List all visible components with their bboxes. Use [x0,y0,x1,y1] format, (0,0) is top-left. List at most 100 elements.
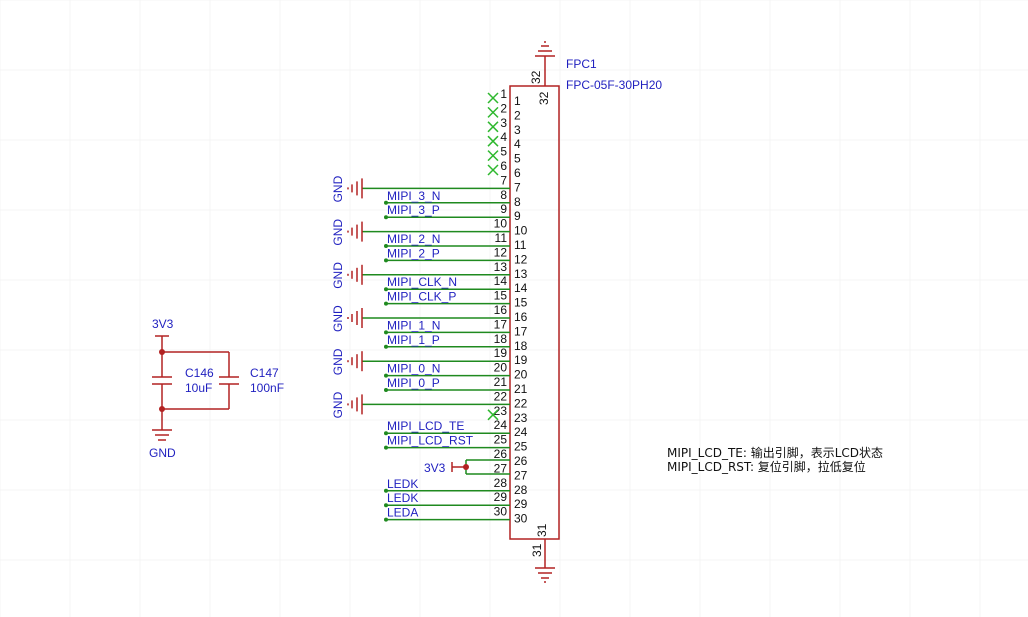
pin-3-number-outside: 3 [500,116,507,130]
pin-7-ground-label: GND [331,175,345,202]
pin-29-wire-end [384,503,388,508]
pin-14-number-inside: 14 [514,281,528,295]
pin-20-number-outside: 20 [494,361,508,375]
connector-bottom-pin-number-inside: 31 [535,523,549,537]
ground-symbols: GND GND GND GND GND GND [331,175,363,418]
pin-2-nc-mark-b [487,106,499,118]
pin-10-number-outside: 10 [494,217,508,231]
pin-8-number-inside: 8 [514,195,521,209]
pin-7-number-outside: 7 [500,173,507,187]
pin-13-ground-label: GND [331,262,345,289]
pin-1-nc-mark-b [487,92,499,104]
pin-23-number-outside: 23 [494,404,508,418]
pin-25-wire-end [384,445,388,450]
pin-11-net-label: MIPI_2_N [387,232,440,246]
pin-13-number-inside: 13 [514,267,528,281]
pin-16-number-inside: 16 [514,310,528,324]
pin-10-ground-label: GND [331,219,345,246]
pin-8-net-label: MIPI_3_N [387,189,440,203]
pin-30-net-label: LEDA [387,506,418,520]
cap-power-label: 3V3 [152,317,174,331]
pin-22-ground-label: GND [331,391,345,418]
pin-15-net-label: MIPI_CLK_P [387,290,456,304]
connector-top-pin-number-rotated: 32 [529,70,543,84]
pin-29-number-outside: 29 [494,490,508,504]
power-3v3-junction [463,464,469,470]
pin-8-number-outside: 8 [500,188,507,202]
pin-24-net-label: MIPI_LCD_TE [387,419,464,433]
pin-28-number-inside: 28 [514,483,528,497]
capacitor-c147[interactable] [219,352,239,409]
pin-15-number-inside: 15 [514,296,528,310]
connector-pins: 1122334455667788MIPI_3_N99MIPI_3_P101011… [362,87,528,526]
power-3v3-connector: 3V3 [424,459,510,475]
pin-30-wire-end [384,517,388,522]
pin-16-ground-label: GND [331,305,345,332]
pin-10-number-inside: 10 [514,224,528,238]
pin-19-number-inside: 19 [514,353,528,367]
pin-21-wire-end [384,388,388,392]
pin-12-number-outside: 12 [494,245,508,259]
pin-4-nc-mark-b [487,135,499,147]
pin-6-number-outside: 6 [500,159,507,173]
c146-value: 10uF [185,381,212,395]
pin-24-wire-end [384,431,388,436]
pin-25-number-inside: 25 [514,440,528,454]
pin-12-wire-end [384,258,388,263]
capacitor-c146[interactable] [152,352,172,409]
pin-12-net-label: MIPI_2_P [387,246,440,260]
pin-3-nc-mark-b [487,121,499,133]
pin-1-number-inside: 1 [514,94,521,108]
connector-body[interactable] [509,85,560,540]
pin-17-number-inside: 17 [514,324,528,338]
pin-11-wire-end [384,244,388,248]
pin-8-wire-end [384,200,388,205]
pin-24-number-inside: 24 [514,425,528,439]
pin-18-number-outside: 18 [494,332,508,346]
connector-top-pin-number-inside: 32 [537,91,551,105]
pin-21-net-label: MIPI_0_P [387,376,440,390]
connector-part-number: FPC-05F-30PH20 [566,78,662,92]
c146-refdes: C146 [185,366,214,380]
power-3v3-label: 3V3 [424,461,446,475]
pin-5-number-inside: 5 [514,152,521,166]
connector-bottom-pin-number-rotated: 31 [530,543,544,557]
pin-28-wire-end [384,488,388,493]
pin-5-number-outside: 5 [500,145,507,159]
pin-3-number-inside: 3 [514,123,521,137]
pin-18-number-inside: 18 [514,339,528,353]
pin-21-number-inside: 21 [514,382,528,396]
pin-6-nc-mark-b [487,164,499,176]
pin-26-number-inside: 26 [514,454,528,468]
connector-refdes: FPC1 [566,57,597,71]
pin-22-number-inside: 22 [514,396,528,410]
pin-26-number-outside: 26 [494,447,508,461]
c147-refdes: C147 [250,366,279,380]
pin-30-number-outside: 30 [494,505,508,519]
pin-19-number-outside: 19 [494,346,508,360]
pin-13-number-outside: 13 [494,260,508,274]
pin-22-number-outside: 22 [494,389,508,403]
note-lcd-rst: MIPI_LCD_RST: 复位引脚，拉低复位 [667,459,866,474]
pin-11-number-inside: 11 [514,238,527,252]
pin-17-number-outside: 17 [494,317,508,331]
pin-27-number-inside: 27 [514,468,528,482]
pin-23-number-inside: 23 [514,411,528,425]
pin-19-ground-label: GND [331,348,345,375]
pin-11-number-outside: 11 [495,231,508,245]
pin-20-number-inside: 20 [514,368,528,382]
pin-9-wire-end [384,215,388,220]
capacitor-block: 3V3 C146 10uF C147 100nF GND [149,317,284,460]
note-lcd-te: MIPI_LCD_TE: 输出引脚，表示LCD状态 [667,445,883,460]
pin-17-net-label: MIPI_1_N [387,318,440,332]
pin-28-number-outside: 28 [494,476,508,490]
pin-20-wire-end [384,373,388,378]
connector-top-ground-symbol [535,41,555,57]
pin-27-number-outside: 27 [494,461,508,475]
pin-29-number-inside: 29 [514,497,528,511]
pin-17-wire-end [384,330,388,335]
pin-2-number-outside: 2 [500,101,507,115]
pin-1-number-outside: 1 [500,87,507,101]
pin-18-wire-end [384,344,388,349]
